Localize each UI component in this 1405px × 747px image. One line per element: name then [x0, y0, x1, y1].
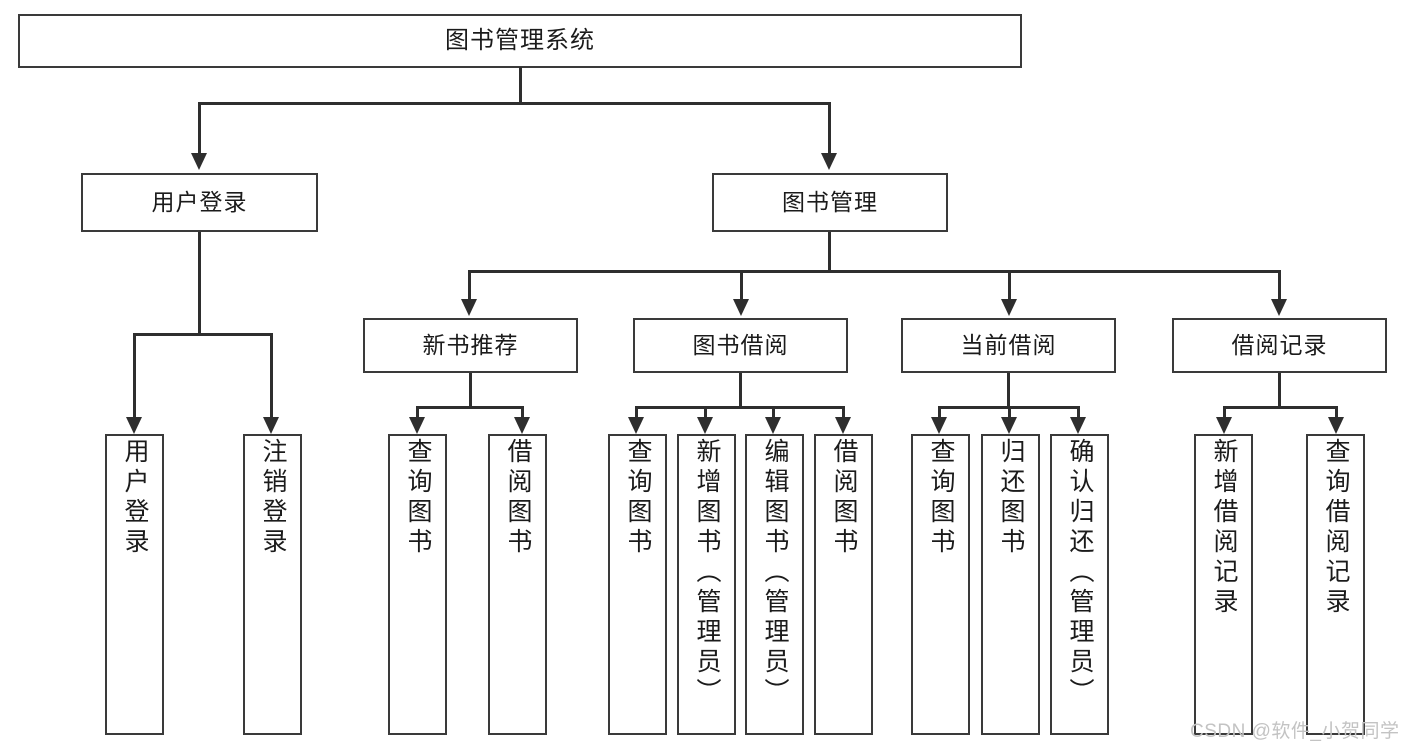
connector-book-borrow-to-leaf-1 — [635, 406, 638, 418]
connector-book-mgmt-to-current — [1008, 270, 1011, 300]
arrow-book-mgmt-to-record — [1271, 299, 1287, 316]
arrow-book-borrow-to-leaf-4 — [835, 417, 851, 434]
connector-user-login-stem — [198, 232, 201, 335]
arrow-user-login-to-leaf-2 — [263, 417, 279, 434]
node-label: 用户登录 — [121, 438, 149, 558]
arrow-new-book-to-leaf-2 — [514, 417, 530, 434]
leaf-edit-book-admin[interactable]: 编辑图书（管理员） — [745, 434, 804, 735]
connector-root-stem — [519, 67, 522, 104]
leaf-query-borrow-record[interactable]: 查询借阅记录 — [1306, 434, 1365, 735]
connector-current-borrow-to-leaf-2 — [1008, 406, 1011, 418]
connector-book-mgmt-bus — [468, 270, 1280, 273]
node-label: 新书推荐 — [422, 331, 519, 358]
connector-root-to-user-login — [198, 102, 201, 154]
node-label: 查询图书 — [404, 438, 432, 558]
node-label: 查询图书 — [927, 438, 955, 558]
leaf-new-book-query[interactable]: 查询图书 — [388, 434, 447, 735]
connector-book-borrow-to-leaf-3 — [772, 406, 775, 418]
connector-book-borrow-to-leaf-2 — [704, 406, 707, 418]
node-label: 用户登录 — [151, 188, 248, 215]
connector-new-book-to-leaf-1 — [416, 406, 419, 418]
arrow-borrow-record-to-leaf-2 — [1328, 417, 1344, 434]
leaf-add-borrow-record[interactable]: 新增借阅记录 — [1194, 434, 1253, 735]
connector-borrow-record-stem — [1278, 373, 1281, 408]
leaf-borrow-book[interactable]: 借阅图书 — [814, 434, 873, 735]
arrow-book-mgmt-to-current — [1001, 299, 1017, 316]
connector-new-book-bus — [416, 406, 523, 409]
arrow-current-borrow-to-leaf-1 — [931, 417, 947, 434]
node-label: 归还图书 — [997, 438, 1025, 558]
leaf-current-query-book[interactable]: 查询图书 — [911, 434, 970, 735]
leaf-borrow-query-book[interactable]: 查询图书 — [608, 434, 667, 735]
arrow-current-borrow-to-leaf-2 — [1001, 417, 1017, 434]
connector-current-borrow-stem — [1007, 373, 1010, 408]
arrow-current-borrow-to-leaf-3 — [1070, 417, 1086, 434]
connector-book-mgmt-stem — [828, 232, 831, 272]
connector-root-to-book-mgmt — [828, 102, 831, 154]
node-label: 查询借阅记录 — [1322, 438, 1350, 618]
connector-current-borrow-to-leaf-1 — [938, 406, 941, 418]
node-label: 编辑图书（管理员） — [761, 438, 789, 708]
connector-borrow-record-to-leaf-1 — [1223, 406, 1226, 418]
connector-current-borrow-to-leaf-3 — [1077, 406, 1080, 418]
connector-user-login-to-leaf-2 — [270, 333, 273, 418]
connector-book-mgmt-to-borrow — [740, 270, 743, 300]
node-label: 借阅记录 — [1231, 331, 1328, 358]
node-label: 借阅图书 — [830, 438, 858, 558]
arrow-root-to-book-mgmt — [821, 153, 837, 170]
arrow-root-to-user-login — [191, 153, 207, 170]
connector-borrow-record-to-leaf-2 — [1335, 406, 1338, 418]
node-user-login[interactable]: 用户登录 — [81, 173, 318, 232]
connector-book-mgmt-to-record — [1278, 270, 1281, 300]
leaf-user-login[interactable]: 用户登录 — [105, 434, 164, 735]
node-borrow-record[interactable]: 借阅记录 — [1172, 318, 1387, 373]
node-label: 新增图书（管理员） — [693, 438, 721, 708]
connector-user-login-to-leaf-1 — [133, 333, 136, 418]
arrow-borrow-record-to-leaf-1 — [1216, 417, 1232, 434]
csdn-watermark: CSDN @软件_小贺同学 — [1190, 721, 1400, 742]
node-book-borrow[interactable]: 图书借阅 — [633, 318, 848, 373]
leaf-return-book[interactable]: 归还图书 — [981, 434, 1040, 735]
arrow-user-login-to-leaf-1 — [126, 417, 142, 434]
connector-book-borrow-bus — [635, 406, 845, 409]
connector-book-borrow-to-leaf-4 — [842, 406, 845, 418]
connector-book-mgmt-to-new-book — [468, 270, 471, 300]
node-root-system[interactable]: 图书管理系统 — [18, 14, 1022, 68]
connector-book-borrow-stem — [739, 373, 742, 408]
node-label: 当前借阅 — [960, 331, 1057, 358]
arrow-book-mgmt-to-new-book — [461, 299, 477, 316]
connector-new-book-to-leaf-2 — [521, 406, 524, 418]
node-book-management[interactable]: 图书管理 — [712, 173, 948, 232]
node-label: 图书借阅 — [692, 331, 789, 358]
node-current-borrow[interactable]: 当前借阅 — [901, 318, 1116, 373]
connector-borrow-record-bus — [1223, 406, 1338, 409]
node-label: 新增借阅记录 — [1210, 438, 1238, 618]
node-label: 注销登录 — [259, 438, 287, 558]
node-label: 确认归还（管理员） — [1066, 438, 1094, 708]
leaf-new-book-borrow[interactable]: 借阅图书 — [488, 434, 547, 735]
arrow-book-borrow-to-leaf-1 — [628, 417, 644, 434]
leaf-logout[interactable]: 注销登录 — [243, 434, 302, 735]
connector-user-login-bus — [133, 333, 271, 336]
node-new-book-recommend[interactable]: 新书推荐 — [363, 318, 578, 373]
arrow-new-book-to-leaf-1 — [409, 417, 425, 434]
arrow-book-mgmt-to-borrow — [733, 299, 749, 316]
connector-new-book-stem — [469, 373, 472, 408]
leaf-confirm-return-admin[interactable]: 确认归还（管理员） — [1050, 434, 1109, 735]
arrow-book-borrow-to-leaf-2 — [697, 417, 713, 434]
node-label: 图书管理系统 — [445, 26, 595, 54]
arrow-book-borrow-to-leaf-3 — [765, 417, 781, 434]
node-label: 图书管理 — [782, 188, 878, 215]
leaf-add-book-admin[interactable]: 新增图书（管理员） — [677, 434, 736, 735]
node-label: 借阅图书 — [504, 438, 532, 558]
connector-root-bus — [198, 102, 831, 105]
node-label: 查询图书 — [624, 438, 652, 558]
